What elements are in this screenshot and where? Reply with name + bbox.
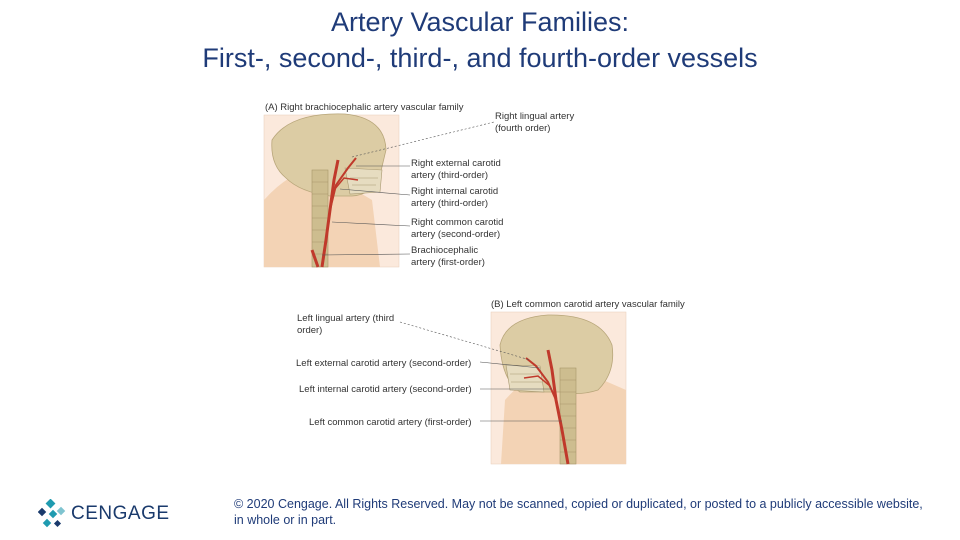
copyright-notice: © 2020 Cengage. All Rights Reserved. May… <box>234 497 923 527</box>
slide-title: Artery Vascular Families: First-, second… <box>0 4 960 76</box>
label-right-internal-carotid-order: artery (third-order) <box>411 198 488 209</box>
panel-a-illustration <box>263 113 400 268</box>
panel-a: (A) Right brachiocephalic artery vascula… <box>263 102 574 268</box>
label-left-internal-carotid: Left internal carotid artery (second-ord… <box>299 384 472 395</box>
panel-b-illustration <box>490 311 627 465</box>
panel-b-caption: (B) Left common carotid artery vascular … <box>491 299 685 310</box>
label-right-common-carotid-order: artery (second-order) <box>411 229 500 240</box>
cengage-logo-mark-icon <box>38 499 66 528</box>
label-left-lingual-artery: Left lingual artery (third <box>297 313 394 324</box>
panel-b-labels: Left lingual artery (third order) Left e… <box>296 313 472 428</box>
label-right-external-carotid: Right external carotid <box>411 158 501 169</box>
cengage-logo-text: CENGAGE <box>71 503 170 524</box>
label-brachiocephalic: Brachiocephalic <box>411 245 478 256</box>
panel-a-labels: Right lingual artery (fourth order) Righ… <box>411 111 574 268</box>
panel-a-caption: (A) Right brachiocephalic artery vascula… <box>265 102 464 113</box>
panel-b: (B) Left common carotid artery vascular … <box>296 299 685 465</box>
label-left-common-carotid: Left common carotid artery (first-order) <box>309 417 472 428</box>
label-right-common-carotid: Right common carotid <box>411 217 503 228</box>
slide-title-line2: First-, second-, third-, and fourth-orde… <box>202 43 758 73</box>
slide-title-line1: Artery Vascular Families: <box>330 7 630 37</box>
label-right-external-carotid-order: artery (third-order) <box>411 170 488 181</box>
label-right-internal-carotid: Right internal carotid <box>411 186 498 197</box>
label-left-lingual-artery-order: order) <box>297 325 322 336</box>
label-right-lingual-artery: Right lingual artery <box>495 111 574 122</box>
label-right-lingual-artery-order: (fourth order) <box>495 123 550 134</box>
panel-b-leader-lines <box>399 321 562 422</box>
label-brachiocephalic-order: artery (first-order) <box>411 257 485 268</box>
label-left-external-carotid: Left external carotid artery (second-ord… <box>296 358 471 369</box>
panel-a-leader-lines <box>321 121 495 256</box>
cengage-logo: CENGAGE <box>38 497 178 533</box>
